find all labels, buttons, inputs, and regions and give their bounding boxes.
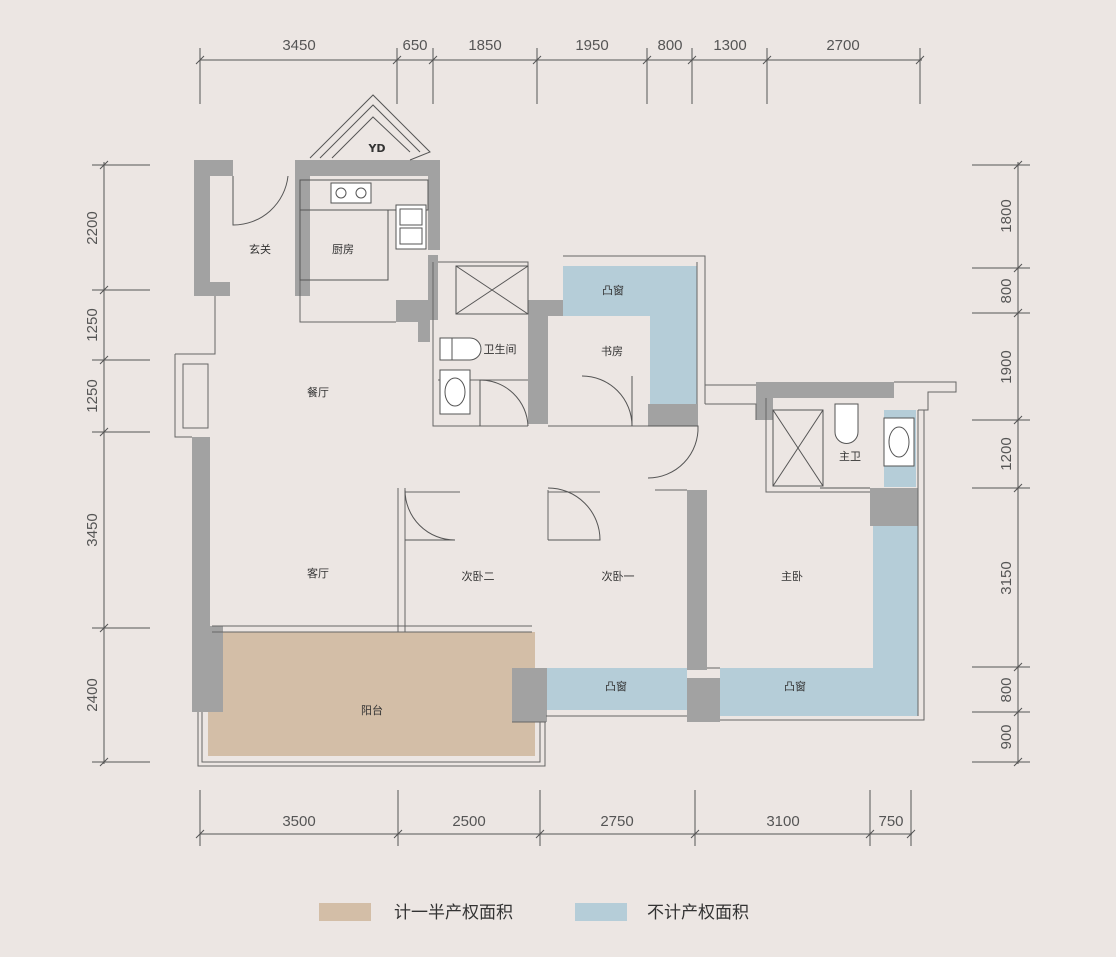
room-bay-window-1: 凸窗 <box>605 679 627 693</box>
dim-left-3: 1250 <box>84 379 101 412</box>
bay-window-bedroom1-area <box>546 668 687 710</box>
room-entry: 玄关 <box>249 242 271 256</box>
bay-window-master-area <box>720 525 918 716</box>
bay-window-study-area <box>563 266 697 404</box>
room-kitchen: 厨房 <box>332 243 354 256</box>
legend-swatch-half-area <box>319 903 371 921</box>
room-master-bath: 主卫 <box>839 450 861 463</box>
room-dining: 餐厅 <box>307 385 329 399</box>
room-balcony: 阳台 <box>361 703 383 717</box>
dim-top-6: 1300 <box>713 37 746 54</box>
dim-bottom-2: 2500 <box>452 813 485 830</box>
dimension-top <box>195 48 925 104</box>
room-study: 书房 <box>601 345 623 358</box>
dim-right-4: 1200 <box>998 437 1015 470</box>
room-bedroom2: 次卧二 <box>462 569 495 583</box>
bathroom-fixtures <box>439 265 529 415</box>
legend-label-half-area: 计一半产权面积 <box>394 903 513 923</box>
dim-bottom-3: 2750 <box>600 813 633 830</box>
dim-right-6: 800 <box>998 677 1015 702</box>
room-bay-window-2: 凸窗 <box>784 679 806 693</box>
room-bay-window-study: 凸窗 <box>602 283 624 297</box>
dim-top-3: 1850 <box>468 37 501 54</box>
dim-bottom-4: 3100 <box>766 813 799 830</box>
dim-top-5: 800 <box>657 37 682 54</box>
yd-label: YD <box>367 142 385 155</box>
legend-label-excluded-area: 不计产权面积 <box>647 903 749 923</box>
room-bedroom1: 次卧一 <box>602 569 635 583</box>
dim-bottom-5: 750 <box>878 813 903 830</box>
dim-bottom-1: 3500 <box>282 813 315 830</box>
dim-top-7: 2700 <box>826 37 859 54</box>
dim-left-4: 3450 <box>84 513 101 546</box>
dimension-right <box>972 160 1030 767</box>
yd-shaft <box>309 94 431 161</box>
walls <box>192 160 918 722</box>
legend-swatch-excluded-area <box>575 903 627 921</box>
master-bath-fixtures <box>772 403 915 489</box>
dim-right-5: 3150 <box>998 561 1015 594</box>
dim-top-2: 650 <box>402 37 427 54</box>
dim-right-3: 1900 <box>998 350 1015 383</box>
dim-right-2: 800 <box>998 278 1015 303</box>
room-living: 客厅 <box>307 566 329 580</box>
dim-left-5: 2400 <box>84 678 101 711</box>
dim-right-7: 900 <box>998 724 1015 749</box>
dim-right-1: 1800 <box>998 199 1015 232</box>
dim-top-1: 3450 <box>282 37 315 54</box>
dim-top-4: 1950 <box>575 37 608 54</box>
dim-left-2: 1250 <box>84 308 101 341</box>
doors <box>232 175 699 541</box>
dimension-bottom <box>195 790 916 846</box>
room-bathroom: 卫生间 <box>484 342 517 356</box>
room-master-bedroom: 主卧 <box>781 570 803 583</box>
outlines <box>174 180 957 767</box>
dim-left-1: 2200 <box>84 211 101 244</box>
balcony-area <box>208 632 535 756</box>
kitchen-counter <box>299 179 429 281</box>
dimension-left <box>92 160 150 767</box>
